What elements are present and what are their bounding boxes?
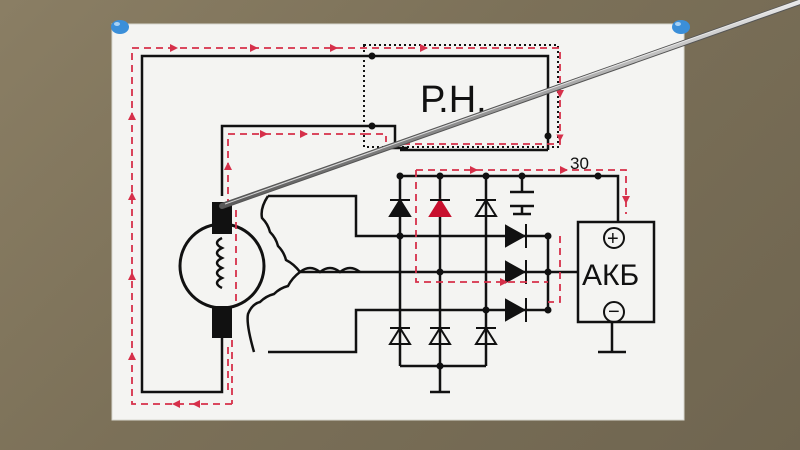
capacitor	[510, 190, 534, 216]
highlighted-diode	[428, 198, 452, 217]
generator-rotor	[178, 202, 266, 338]
pushpin-icon	[672, 20, 690, 34]
voltage-regulator-box	[363, 44, 559, 148]
stator-windings	[246, 195, 361, 353]
battery-label: АКБ	[582, 259, 639, 292]
junction-dots	[368, 52, 602, 370]
battery: + АКБ −	[576, 220, 656, 324]
diode-bottom-row	[388, 326, 498, 345]
current-arrows	[128, 44, 630, 408]
battery-minus-icon: −	[608, 301, 620, 323]
pushpin-icon	[111, 20, 129, 34]
pointer-rod	[219, 0, 800, 209]
battery-plus-icon: +	[607, 228, 619, 250]
terminal-30-label: 30	[570, 154, 589, 173]
diode-top-row	[388, 198, 498, 217]
current-path-overlay	[131, 47, 627, 405]
diode-trio	[505, 224, 527, 322]
